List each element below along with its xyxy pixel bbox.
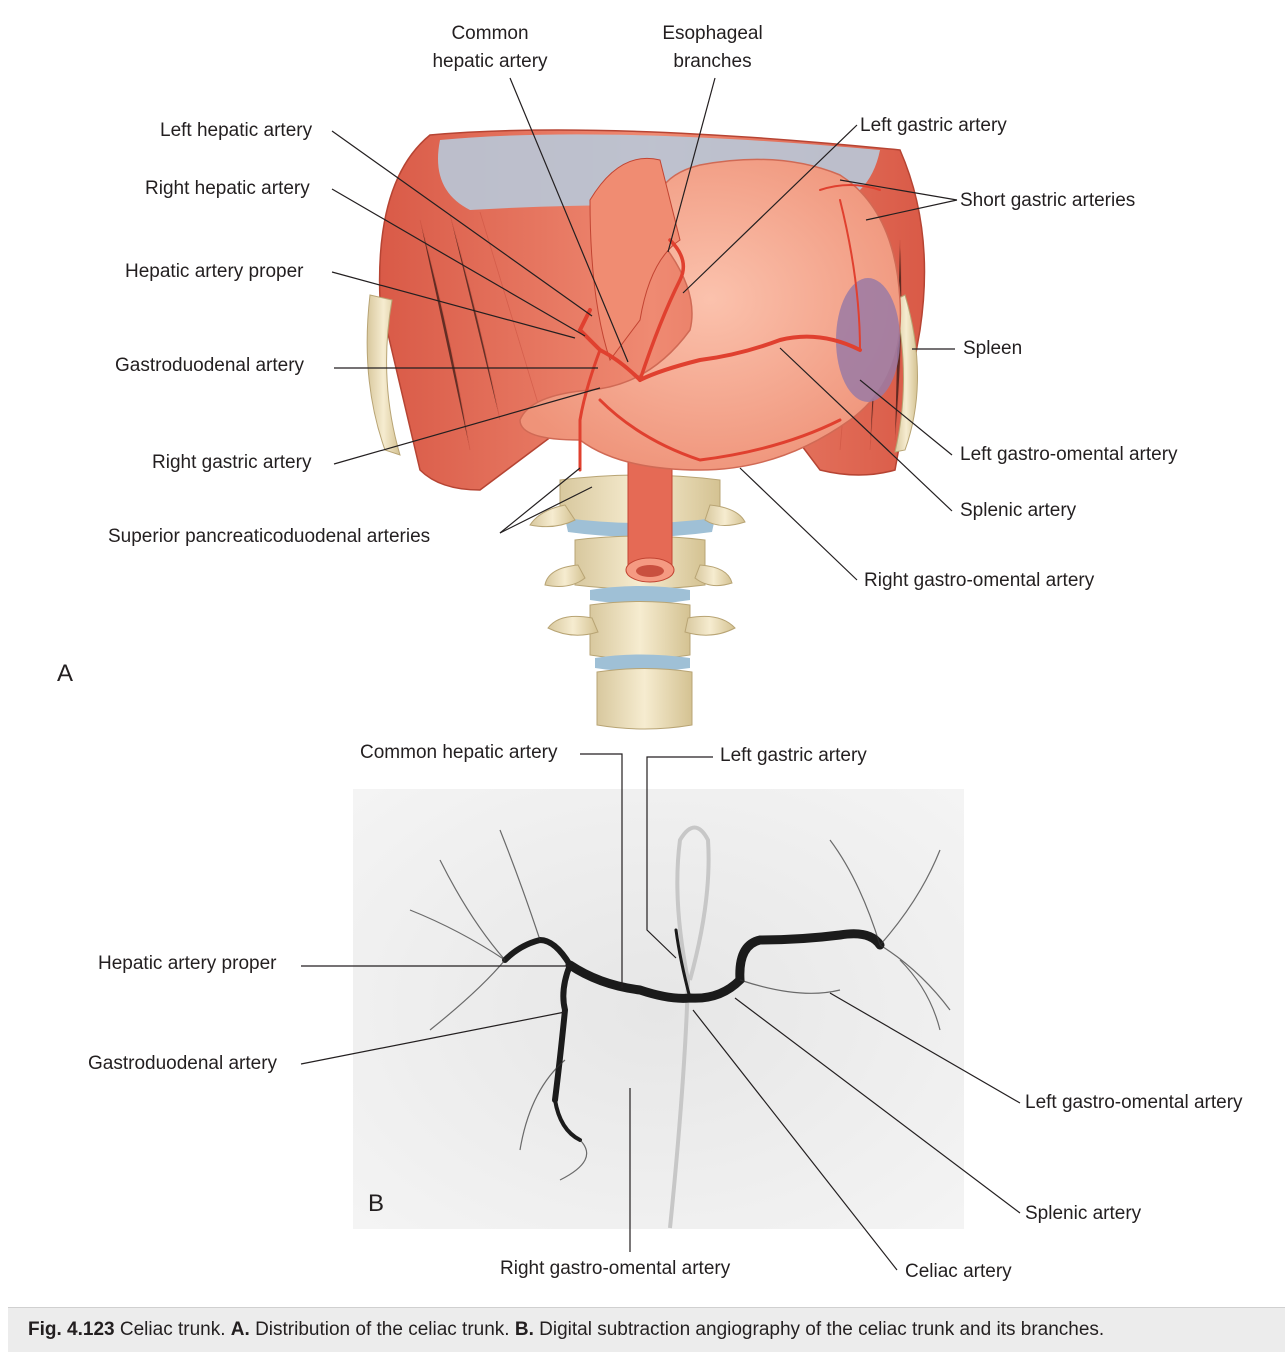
- label-left-gastro-omental-b: Left gastro-omental artery: [1025, 1092, 1243, 1113]
- label-celiac: Celiac artery: [905, 1261, 1012, 1282]
- caption-b-text: Digital subtraction angiography of the c…: [539, 1319, 1105, 1340]
- label-left-gastric-b: Left gastric artery: [720, 745, 867, 766]
- label-hepatic-proper-a: Hepatic artery proper: [125, 261, 304, 282]
- arteries: [577, 184, 881, 472]
- label-gastroduodenal-a: Gastroduodenal artery: [115, 355, 305, 376]
- panel-a-illustration: [366, 129, 926, 730]
- caption-b-marker: B.: [514, 1319, 534, 1340]
- label-splenic-b: Splenic artery: [1025, 1203, 1142, 1224]
- figure-caption: Fig. 4.123 Celiac trunk. A. Distribution…: [28, 1316, 1104, 1344]
- label-left-gastric-a: Left gastric artery: [860, 115, 1007, 136]
- label-esophageal-branches: Esophageal branches: [650, 20, 775, 76]
- label-right-hepatic: Right hepatic artery: [145, 178, 310, 199]
- panel-letter-b: B: [368, 1190, 385, 1217]
- caption-title: Celiac trunk.: [119, 1319, 226, 1340]
- caption-number: Fig. 4.123: [28, 1319, 115, 1340]
- panel-letter-a: A: [57, 660, 74, 687]
- label-hepatic-proper-b: Hepatic artery proper: [98, 953, 277, 974]
- label-left-hepatic: Left hepatic artery: [160, 120, 313, 141]
- caption-bar: Fig. 4.123 Celiac trunk. A. Distribution…: [8, 1307, 1285, 1352]
- label-line: Common: [451, 23, 529, 44]
- label-superior-pancreaticoduodenal: Superior pancreaticoduodenal arteries: [108, 526, 431, 547]
- label-line: Esophageal: [662, 23, 763, 44]
- label-line: hepatic artery: [432, 51, 548, 72]
- caption-a-text: Distribution of the celiac trunk.: [255, 1319, 510, 1340]
- spleen: [836, 278, 900, 402]
- stomach: [519, 157, 902, 471]
- label-spleen: Spleen: [963, 338, 1023, 359]
- label-right-gastric: Right gastric artery: [152, 452, 312, 473]
- label-splenic-a: Splenic artery: [960, 500, 1077, 521]
- label-left-gastro-omental-a: Left gastro-omental artery: [960, 444, 1178, 465]
- panel-b-leader-lines: [300, 753, 1021, 1271]
- label-right-gastro-omental-a: Right gastro-omental artery: [864, 570, 1095, 591]
- panel-a-leader-lines: [331, 77, 958, 581]
- label-common-hepatic-b: Common hepatic artery: [360, 742, 558, 763]
- label-gastroduodenal-b: Gastroduodenal artery: [88, 1053, 278, 1074]
- label-right-gastro-omental-b: Right gastro-omental artery: [500, 1258, 731, 1279]
- label-line: branches: [673, 51, 752, 72]
- label-common-hepatic-a: Common hepatic artery: [425, 20, 555, 76]
- label-short-gastric: Short gastric arteries: [960, 190, 1136, 211]
- panel-b-angiogram: [353, 789, 964, 1229]
- caption-a-marker: A.: [230, 1319, 250, 1340]
